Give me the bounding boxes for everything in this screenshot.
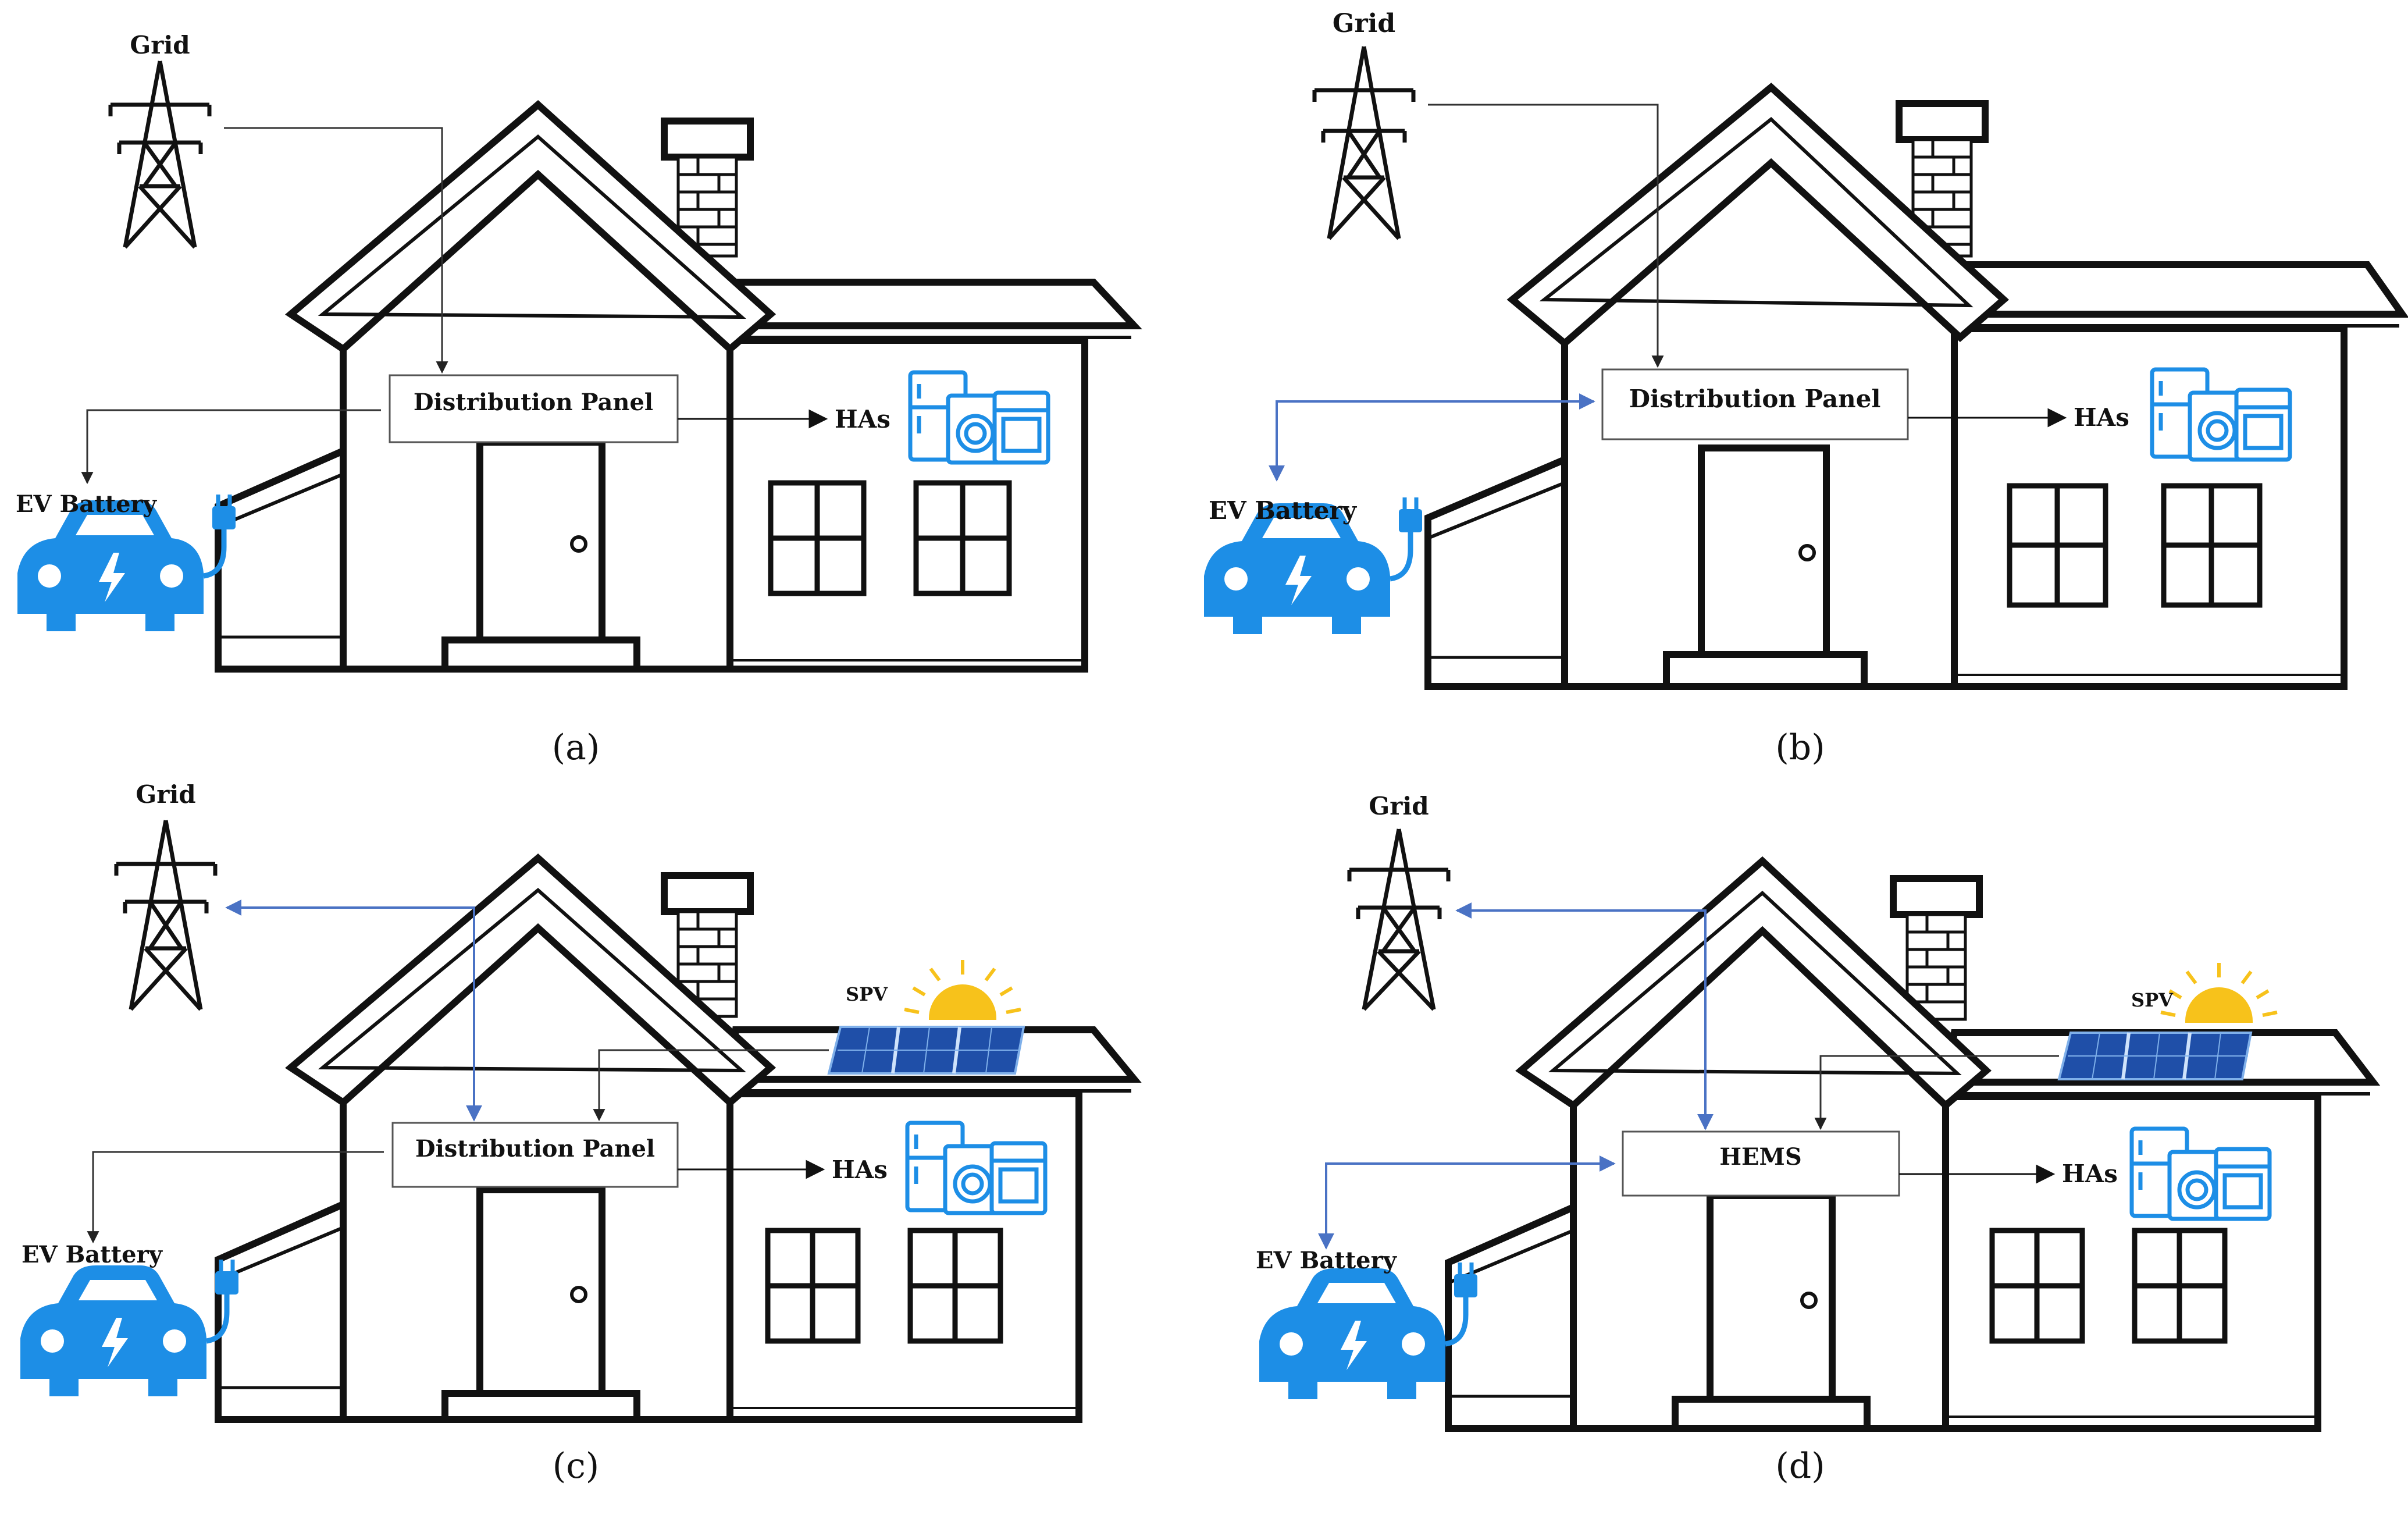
appliances-icon (2150, 367, 2292, 462)
windows (768, 480, 1012, 596)
panel-b: Grid Distribution Panel HAs EV Battery (… (1204, 9, 2408, 768)
grid-flow-arrow (224, 127, 448, 374)
caption: (a) (552, 727, 600, 768)
spv-flow-arrow (593, 1049, 829, 1122)
house (1424, 83, 2408, 690)
grid-tower-icon (1312, 46, 1416, 240)
caption: (c) (553, 1446, 599, 1486)
ev-car-icon (1204, 497, 1422, 634)
appliances-label: HAs (835, 405, 890, 433)
controller-box (1622, 1130, 1900, 1197)
caption: (d) (1775, 1446, 1825, 1486)
panel-a: Grid Distribution Panel HAs (16, 31, 1142, 768)
grid-label: Grid (136, 780, 195, 809)
grid-label: Grid (1369, 792, 1429, 820)
grid-label: Grid (1333, 9, 1395, 38)
sun-icon (2160, 963, 2278, 1023)
controller-label: HEMS (1719, 1143, 1801, 1171)
ev-label: EV Battery (22, 1241, 163, 1268)
grid-flow-arrow (225, 899, 482, 1122)
grid-flow-arrow (1428, 104, 1664, 368)
windows (1989, 1228, 2228, 1344)
controller-box (389, 374, 679, 443)
appliances-label: HAs (832, 1155, 888, 1184)
grid-label: Grid (130, 31, 190, 59)
ev-flow-arrow (1269, 393, 1595, 482)
spv-label: SPV (2131, 989, 2174, 1011)
appliances-icon (908, 370, 1050, 465)
ev-label: EV Battery (1256, 1247, 1398, 1274)
appliances-icon (2129, 1126, 2272, 1221)
sun-icon (904, 960, 1021, 1020)
appliances-label: HAs (2074, 403, 2129, 432)
controller-label: Distribution Panel (415, 1135, 655, 1162)
windows (2007, 483, 2263, 608)
ev-car-icon (20, 1260, 238, 1396)
ev-car-icon (17, 495, 236, 631)
solar-panel-icon (827, 1026, 1025, 1075)
grid-tower-icon (1347, 828, 1451, 1011)
ev-flow-arrow (87, 1151, 384, 1244)
spv-flow-arrow (1814, 1055, 2059, 1130)
controller-box (391, 1122, 679, 1188)
panel-d: SPV Grid HEMS HAs (1256, 792, 2381, 1486)
controller-box (1601, 368, 1909, 440)
grid-tower-icon (114, 820, 218, 1011)
controller-label: Distribution Panel (1629, 385, 1881, 413)
appliances-label: HAs (2062, 1160, 2118, 1188)
ev-label: EV Battery (16, 490, 158, 518)
windows (765, 1228, 1003, 1344)
ev-flow-arrow (81, 409, 381, 485)
house (1445, 856, 2381, 1432)
solar-panel-icon (2057, 1032, 2253, 1080)
grid-flow-arrow (1455, 902, 1714, 1130)
appliances-icon (905, 1121, 1048, 1215)
caption: (b) (1775, 727, 1825, 768)
ev-car-icon (1259, 1262, 1477, 1399)
ev-flow-arrow (1318, 1155, 1616, 1250)
ev-label: EV Battery (1209, 496, 1358, 525)
controller-label: Distribution Panel (414, 389, 653, 416)
grid-tower-icon (108, 61, 212, 249)
spv-label: SPV (846, 983, 888, 1005)
panel-c: SPV Grid Distribution Panel HAs (20, 780, 1142, 1486)
